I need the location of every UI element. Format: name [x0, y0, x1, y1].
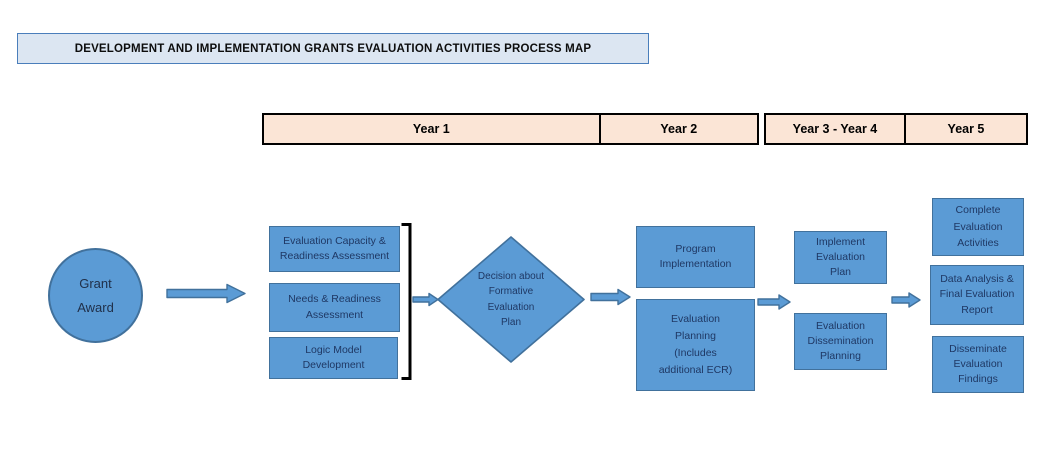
timeline-year5: Year 5 [903, 115, 1026, 143]
box-disseminate-evaluation-findings: Disseminate Evaluation Findings [932, 336, 1024, 393]
box-label: Data Analysis & Final Evaluation Report [939, 273, 1015, 316]
box-logic-model-development: Logic Model Development [269, 337, 398, 379]
page-title: DEVELOPMENT AND IMPLEMENTATION GRANTS EV… [17, 33, 649, 64]
box-implement-evaluation-plan: Implement Evaluation Plan [794, 231, 887, 284]
box-data-analysis-final-report: Data Analysis & Final Evaluation Report [930, 265, 1024, 325]
box-label: Evaluation Capacity & Readiness Assessme… [279, 234, 390, 262]
arrow-right-icon [757, 294, 791, 310]
timeline-header-right: Year 3 - Year 4 Year 5 [764, 113, 1028, 145]
box-evaluation-capacity-readiness-assessment: Evaluation Capacity & Readiness Assessme… [269, 226, 400, 272]
box-label: Needs & Readiness Assessment [288, 293, 381, 321]
grant-award-node: Grant Award [48, 248, 143, 343]
arrow-right-icon [891, 292, 921, 308]
decision-diamond-shape [437, 236, 585, 363]
box-label: Disseminate Evaluation Findings [949, 342, 1007, 386]
box-evaluation-dissemination-planning: Evaluation Dissemination Planning [794, 313, 887, 370]
grant-award-label: Grant Award [77, 276, 114, 315]
box-label: Program Implementation [659, 242, 732, 270]
timeline-header-left: Year 1 Year 2 [262, 113, 759, 145]
box-evaluation-planning: Evaluation Planning (Includes additional… [636, 299, 755, 391]
box-label: Evaluation Planning (Includes additional… [658, 313, 733, 376]
box-label: Complete Evaluation Activities [953, 203, 1003, 250]
box-label: Implement Evaluation Plan [815, 235, 866, 279]
timeline-year1: Year 1 [412, 122, 450, 136]
box-label: Evaluation Dissemination Planning [807, 319, 874, 363]
grouping-bracket [401, 223, 412, 380]
arrow-right-icon [590, 288, 631, 306]
box-program-implementation: Program Implementation [636, 226, 755, 288]
page-title-text: DEVELOPMENT AND IMPLEMENTATION GRANTS EV… [74, 42, 592, 55]
timeline-year3-4: Year 3 - Year 4 [792, 122, 878, 136]
arrow-right-icon [412, 292, 439, 307]
box-needs-readiness-assessment: Needs & Readiness Assessment [269, 283, 400, 332]
timeline-year2: Year 2 [598, 115, 757, 143]
box-complete-evaluation-activities: Complete Evaluation Activities [932, 198, 1024, 256]
arrow-right-icon [166, 283, 246, 304]
box-label: Logic Model Development [302, 343, 365, 371]
